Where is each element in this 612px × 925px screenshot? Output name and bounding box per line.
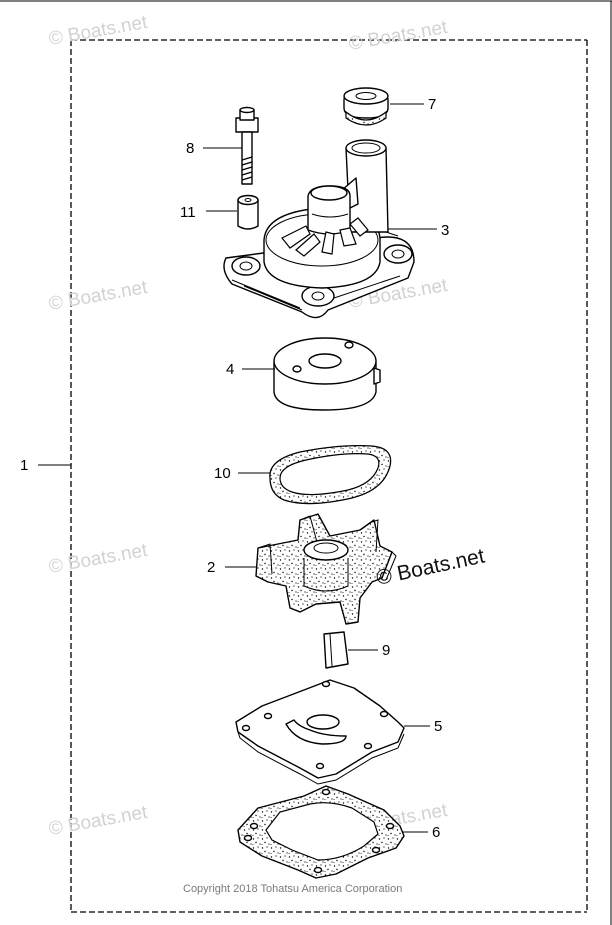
callout-7: 7 xyxy=(390,96,436,113)
callout-10: 10 xyxy=(214,465,270,482)
callout-number: 10 xyxy=(214,465,231,482)
callout-5: 5 xyxy=(404,718,442,735)
watermark-text: © Boats.net xyxy=(47,277,149,315)
callout-6: 6 xyxy=(402,824,440,841)
part-gasket xyxy=(237,785,405,879)
watermark-text: © Boats.net xyxy=(47,12,149,50)
callout-number: 7 xyxy=(428,96,436,113)
watermark-text: © Boats.net xyxy=(47,540,149,578)
part-bolt xyxy=(235,106,259,185)
callout-number: 1 xyxy=(20,457,28,474)
part-plate xyxy=(235,679,405,785)
callout-number: 11 xyxy=(180,204,196,221)
part-key xyxy=(323,631,349,669)
callout-4: 4 xyxy=(226,361,275,378)
callout-number: 8 xyxy=(186,140,194,157)
watermark-text: © Boats.net xyxy=(347,17,449,55)
callout-2: 2 xyxy=(207,559,257,576)
part-liner xyxy=(273,337,381,411)
part-gasket-ring xyxy=(269,444,392,505)
callout-11: 11 xyxy=(180,204,237,221)
callout-9: 9 xyxy=(348,642,390,659)
copyright-text: Copyright 2018 Tohatsu America Corporati… xyxy=(183,883,402,895)
callout-number: 3 xyxy=(441,222,449,239)
callout-number: 4 xyxy=(226,361,234,378)
callout-number: 6 xyxy=(432,824,440,841)
callout-number: 9 xyxy=(382,642,390,659)
part-sleeve xyxy=(237,194,259,230)
callout-8: 8 xyxy=(186,140,242,157)
callout-number: 5 xyxy=(434,718,442,735)
part-pump-housing xyxy=(223,139,415,319)
part-grommet xyxy=(343,87,389,126)
callout-3: 3 xyxy=(388,222,449,239)
watermark-text: © Boats.net xyxy=(47,802,149,840)
part-impeller xyxy=(255,513,397,625)
callout-number: 2 xyxy=(207,559,215,576)
callout-1: 1 xyxy=(20,457,71,474)
